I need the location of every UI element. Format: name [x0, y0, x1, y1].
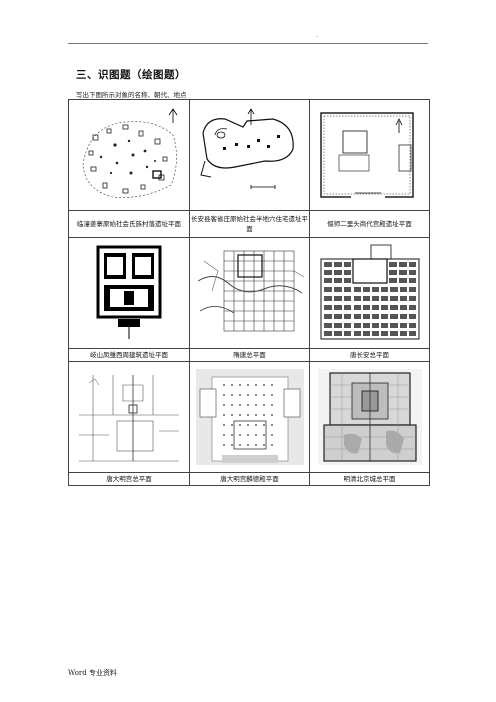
- figure-cell-5: [189, 237, 310, 349]
- figure-cell-1: [68, 99, 190, 211]
- section-title: 三、识图题（绘图题）: [76, 69, 186, 81]
- figure-caption-7: 唐大明宫总平面: [68, 472, 190, 486]
- figure-caption-2: 长安县客省庄原始社会半地穴住宅遗址平面: [189, 210, 310, 238]
- figure-cell-4: [68, 237, 190, 349]
- changan-grid-plan-icon: [320, 244, 419, 340]
- figure-cell-8: [189, 361, 310, 473]
- neolithic-village-plan-icon: [82, 108, 178, 198]
- fengchu-courtyard-plan-icon: [96, 245, 162, 339]
- beijing-city-plan-icon: [317, 369, 422, 465]
- figure-cell-6: [309, 237, 430, 349]
- footer-text: Word 专业资料: [68, 669, 117, 677]
- linde-hall-plan-icon: [195, 369, 304, 465]
- figure-caption-5: 隋唐总平面: [189, 348, 310, 362]
- figure-caption-8: 唐大明宫麟德殿平面: [189, 472, 310, 486]
- figure-grid: 临潼姜寨原始社会氏族村落遗址平面 长安县客省庄原始社会半地穴住宅遗址平面 偃师二…: [68, 99, 430, 486]
- figure-cell-3: [309, 99, 430, 211]
- instruction-text: 写出下图所示对象的名称、朝代、地点: [76, 91, 187, 99]
- erlitou-palace-plan-icon: [319, 112, 414, 198]
- figure-cell-9: [309, 361, 430, 473]
- figure-cell-7: [68, 361, 190, 473]
- figure-cell-2: [189, 99, 310, 211]
- sui-tang-city-plan-icon: [197, 250, 304, 332]
- figure-caption-6: 唐长安总平面: [309, 348, 430, 362]
- banpo-settlement-plan-icon: [199, 108, 294, 189]
- header-rule: [68, 43, 428, 44]
- figure-caption-9: 明清北京城总平面: [309, 472, 430, 486]
- figure-caption-1: 临潼姜寨原始社会氏族村落遗址平面: [68, 210, 190, 238]
- figure-caption-4: 岐山凤雏西周建筑遗址平面: [68, 348, 190, 362]
- daming-palace-plan-icon: [79, 375, 179, 462]
- header-mark: .: [316, 31, 319, 39]
- figure-caption-3: 偃师二里头商代宫殿遗址平面: [309, 210, 430, 238]
